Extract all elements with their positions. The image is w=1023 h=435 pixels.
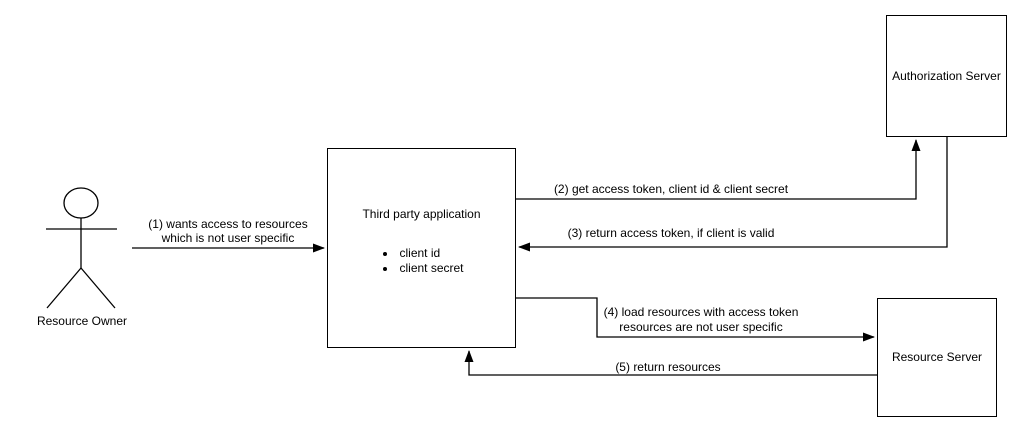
flow-label-1: (1) wants access to resources which is n… [148,217,308,245]
actor-head [63,187,99,219]
flow-arrow-2 [516,139,921,200]
node-resource-server: Resource Server [877,298,997,417]
stick-figure-icon [46,187,117,309]
flow-label-5: (5) return resources [615,360,721,374]
flow-arrow-5 [464,350,877,376]
flow-arrow-4 [516,297,875,342]
flow-label-3: (3) return access token, if client is va… [567,226,775,240]
actor-label-resource-owner: Resource Owner [36,314,128,328]
resource-server-label: Resource Server [891,350,983,365]
node-third-party-application: Third party application client id client… [327,148,516,348]
actor-right-leg [80,267,116,309]
flow-label-4: (4) load resources with access token res… [603,305,799,334]
flow-arrow-3 [518,137,948,252]
third-party-application-title: Third party application [362,207,481,221]
third-party-credentials-list: client id client secret [328,246,515,276]
node-authorization-server: Authorization Server [886,15,1007,137]
authorization-server-label: Authorization Server [892,68,1001,83]
actor-left-leg [46,267,82,309]
flow-label-2: (2) get access token, client id & client… [553,182,789,196]
bullet-client-id: client id [397,246,463,261]
bullet-client-secret: client secret [397,261,463,276]
